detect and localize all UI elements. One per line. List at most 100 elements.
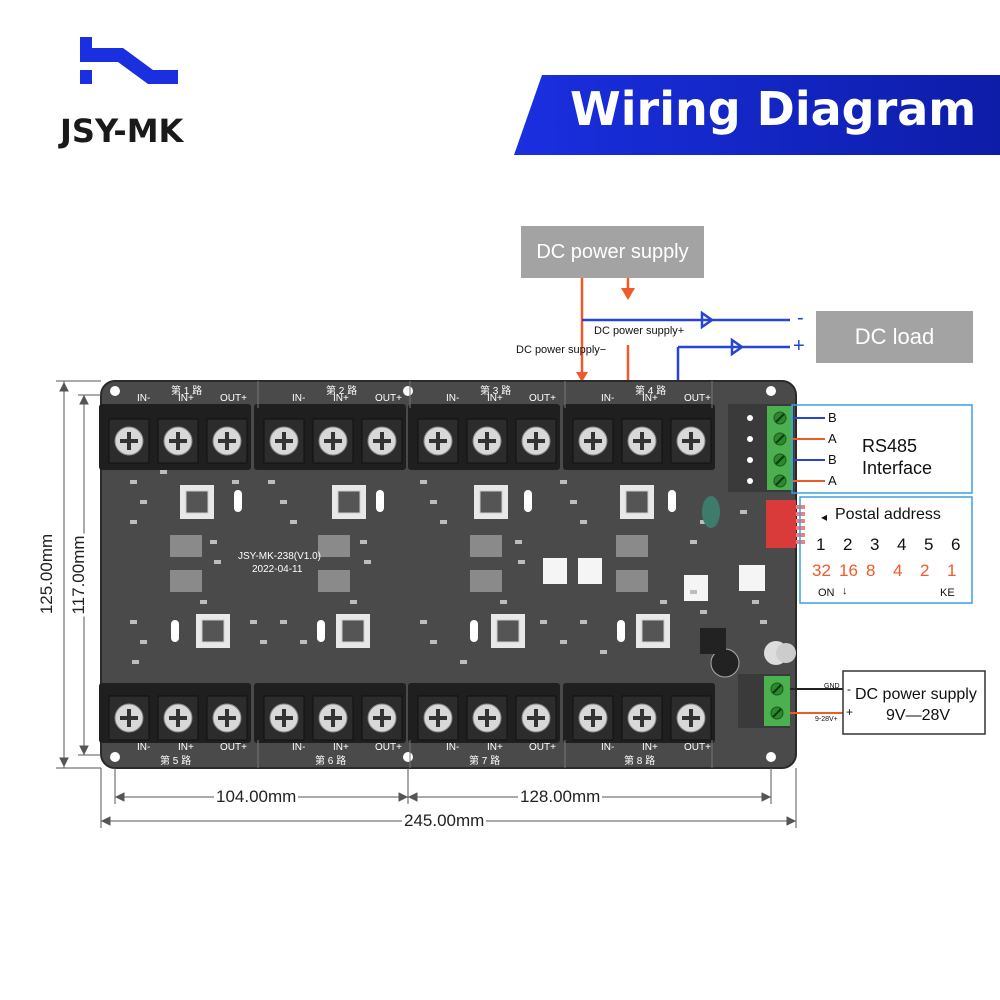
terminal-label-top: IN- [292,393,306,404]
power-wires [576,278,790,382]
gnd-label: GND [824,683,840,690]
page-title: Wiring Diagram [570,82,977,136]
dim-width-total: 245.00mm [402,811,487,831]
wire-label-positive: DC power supply+ [594,325,685,337]
terminal-screw-icon [163,426,193,456]
terminal-label-top: IN+ [178,393,194,404]
terminal-label-bottom: OUT+ [684,742,711,753]
terminal-screw-icon [627,703,657,733]
terminal-label-top: IN- [601,393,615,404]
power-input-box [842,670,986,735]
channel-label-top-4: 第 4 路 [635,386,667,397]
terminal-screw-icon [114,426,144,456]
channel-label-bottom-6: 第 6 路 [315,756,347,767]
channel-label-top-3: 第 3 路 [480,386,512,397]
dim-height-inner: 117.00mm [69,533,89,617]
address-switch-weight: 32 [812,561,831,580]
power-plus-sign: + [846,705,854,719]
terminal-label-top: OUT+ [220,393,247,404]
bottom-terminal-blocks [99,683,715,743]
arrow-left-icon: ◂ [821,510,828,524]
terminal-screw-icon [521,426,551,456]
terminal-label-bottom: IN- [137,742,151,753]
arrow-down-icon: ↓ [842,585,848,597]
terminal-screw-icon [367,426,397,456]
pcb-components [130,470,796,678]
address-switch-number: 1 [816,535,826,554]
terminal-label-top: IN- [137,393,151,404]
channel-label-bottom-5: 第 5 路 [160,756,192,767]
terminal-label-bottom: IN+ [642,742,658,753]
banner-shape [514,75,1000,155]
dim-width-right: 128.00mm [518,787,603,807]
terminal-label-bottom: IN+ [487,742,503,753]
terminal-screw-icon [212,703,242,733]
address-switch-number: 4 [897,535,907,554]
terminal-label-top: OUT+ [375,393,402,404]
address-switch-weight: 2 [920,561,930,580]
rs485-connector [728,404,794,492]
terminal-label-top: IN+ [333,393,349,404]
terminal-label-top: IN+ [642,393,658,404]
terminal-screw-icon [423,426,453,456]
terminal-screw-icon [676,426,706,456]
terminal-screw-icon [318,426,348,456]
brand-logo-text: JSY-MK [60,112,184,150]
load-plus-sign: + [793,335,805,357]
rs485-box [791,404,973,494]
address-switch-weight: 4 [893,561,903,580]
rs485-pin-4: A [828,473,837,488]
mounting-holes [110,386,776,762]
rs485-title-line2: Interface [862,458,933,478]
board-date: 2022-04-11 [252,564,303,575]
terminal-screw-icon [212,426,242,456]
address-switch-number: 6 [951,535,961,554]
channel-label-top-2: 第 2 路 [326,386,358,397]
power-minus-sign: - [847,682,851,696]
address-switch-number: 2 [843,535,853,554]
power-input-line2: 9V—28V [886,707,951,724]
pcb-board [101,381,796,768]
channel-label-bottom-8: 第 8 路 [624,756,656,767]
terminal-label-bottom: IN- [446,742,460,753]
power-connector [738,674,790,728]
dim-width-left: 104.00mm [214,787,299,807]
terminal-label-bottom: IN- [292,742,306,753]
address-ke-label: KE [940,587,955,599]
address-box [799,496,973,604]
terminal-screw-icon [423,703,453,733]
terminal-screw-icon [578,426,608,456]
terminal-screw-icon [676,703,706,733]
terminal-label-bottom: OUT+ [529,742,556,753]
address-switch-weight: 16 [839,561,858,580]
address-switch-number: 5 [924,535,934,554]
terminal-label-bottom: IN+ [178,742,194,753]
terminal-label-top: OUT+ [529,393,556,404]
channel-label-top-1: 第 1 路 [171,386,203,397]
terminal-screw-icon [114,703,144,733]
terminal-screw-icon [269,426,299,456]
terminal-label-top: IN- [446,393,460,404]
rs485-pin-2: A [828,431,837,446]
dip-switch [766,500,805,548]
rs485-pin-3: B [828,452,837,467]
terminal-screw-icon [269,703,299,733]
terminal-screw-icon [578,703,608,733]
terminal-label-bottom: IN- [601,742,615,753]
terminal-screw-icon [318,703,348,733]
dc-load-label: DC load [816,311,973,363]
wire-label-negative: DC power supply− [516,344,607,356]
terminal-label-bottom: OUT+ [375,742,402,753]
terminal-label-top: OUT+ [684,393,711,404]
address-switch-weight: 8 [866,561,876,580]
vin-label: 9-28V+ [815,716,838,723]
terminal-screw-icon [163,703,193,733]
address-on-label: ON [818,587,835,599]
terminal-screw-icon [627,426,657,456]
address-switch-number: 3 [870,535,880,554]
logo-mark-icon [80,37,178,84]
address-title: Postal address [835,506,941,523]
terminal-screw-icon [472,426,502,456]
load-minus-sign: - [797,307,804,329]
